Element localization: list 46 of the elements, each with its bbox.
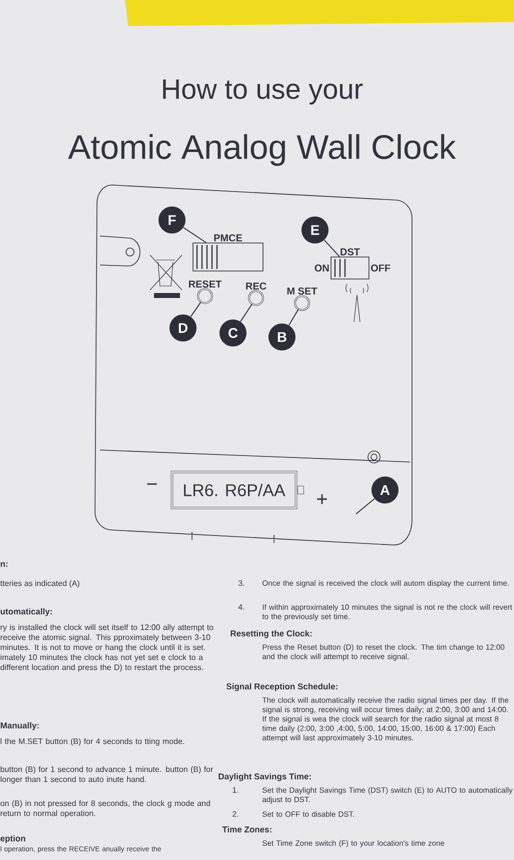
body-text: on (B) in not pressed for 8 seconds, the clock g mode and return to normal operation. — [0, 800, 210, 818]
subtitle: How to use your — [163, 79, 363, 105]
leader-line — [240, 304, 253, 322]
callout-letter: E — [302, 216, 328, 244]
node-label: ON — [314, 264, 329, 272]
body-text: 4. — [238, 604, 244, 610]
body-text: tteries as indicated (A) — [0, 580, 80, 588]
callout-letter: F — [158, 206, 186, 234]
push-button: M SET — [287, 288, 318, 311]
leader-line — [288, 308, 299, 326]
node-label: PMCE — [214, 234, 242, 242]
section-heading: Resetting the Clock: — [230, 630, 312, 638]
push-button: RESET — [189, 280, 222, 304]
section-heading: Daylight Savings Time: — [218, 773, 311, 782]
polarity-sign: − — [147, 483, 157, 485]
leader-line — [356, 498, 375, 514]
node-label: RESET — [189, 280, 222, 288]
section-heading: utomatically: — [0, 608, 52, 616]
battery-outline: LR6. R6P/AA — [170, 470, 298, 510]
section-heading: Manually: — [0, 722, 39, 730]
body-text: 1. — [232, 787, 238, 793]
node-label: OFF — [371, 264, 390, 272]
callout-letter: B — [268, 324, 296, 350]
body-text: 2. — [232, 811, 238, 817]
body-text: l the M.SET button (B) for 4 seconds to tting mode. — [0, 738, 184, 746]
slide-switch: PMCE — [192, 234, 264, 272]
node-label: DST — [340, 248, 360, 256]
section-heading: eption — [0, 835, 26, 844]
body-text: 3. — [238, 580, 244, 586]
callout-letter: A — [372, 476, 398, 504]
section-heading: Signal Reception Schedule: — [226, 683, 338, 692]
node-label: M SET — [287, 288, 318, 295]
section-heading: Time Zones: — [222, 826, 272, 832]
section-heading: n: — [0, 562, 8, 567]
leader-line — [324, 240, 340, 258]
title: Atomic Analog Wall Clock — [68, 134, 456, 166]
callout-letter: C — [220, 320, 246, 346]
callout-letter: D — [170, 314, 196, 342]
polarity-sign: + — [317, 494, 327, 504]
leader-line — [182, 227, 207, 244]
push-button: REC — [246, 282, 266, 306]
slide-switch: DST ON OFF — [314, 248, 390, 280]
node-label: REC — [246, 282, 266, 290]
body-text: button (B) for 1 second to advance 1 minute. button (B) for longer than 1 second to auto inute hand. — [0, 766, 214, 784]
leader-line — [190, 301, 202, 318]
body-text: ry is installed the clock will set itself to 12:00 ally attempt to receive the atomic signal. This pproximately between 3-10 minutes. It is not to move or hang the clock until it is set. imately 10 minutes the clock has not yet set e clock to a different location and press the D) to restart the process. — [0, 624, 214, 672]
